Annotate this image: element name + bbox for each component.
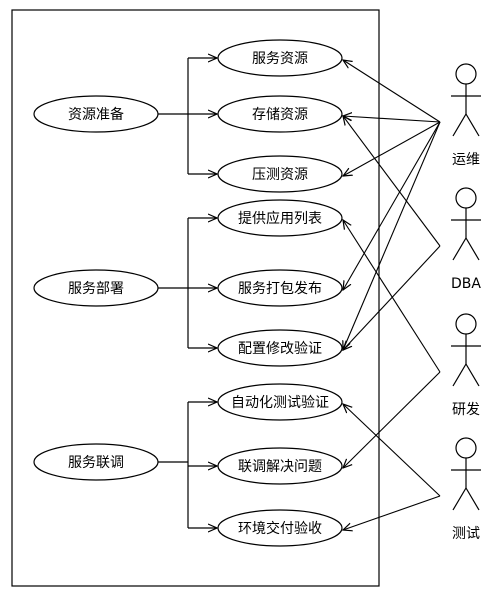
actor-label: DBA: [451, 276, 481, 292]
group-label: 资源准备: [68, 106, 124, 123]
group-ellipse: [33, 269, 159, 307]
actor-head: [455, 313, 477, 335]
group-label: 服务联调: [68, 455, 124, 471]
use-case-label: 配置修改验证: [238, 341, 322, 357]
use-case-label: 自动化测试验证: [231, 395, 329, 411]
use-case-ellipse: [217, 383, 343, 421]
group-ellipse: [33, 443, 159, 481]
actor-head: [455, 187, 477, 209]
use-case-label: 存储资源: [252, 107, 308, 123]
actor-figure: [451, 187, 481, 261]
actor-label: 运维: [452, 152, 480, 168]
group-label: 服务部署: [68, 281, 124, 297]
association-arrow: [343, 121, 441, 290]
association-arrow: [343, 371, 441, 468]
group-ellipse: [33, 95, 159, 133]
use-case-label: 压测资源: [252, 167, 308, 183]
actor-left-leg: [452, 237, 467, 261]
actor-figure: [451, 437, 481, 511]
association-arrow: [343, 116, 441, 247]
use-case-ellipse: [217, 447, 343, 485]
use-case-ellipse: [217, 155, 343, 193]
use-case-ellipse: [217, 509, 343, 547]
use-case-ellipse: [217, 329, 343, 367]
use-case-label: 服务打包发布: [238, 280, 322, 297]
association-arrow: [343, 116, 441, 123]
association-arrow: [343, 220, 441, 373]
system-boundary: [11, 9, 380, 587]
association-arrow: [343, 121, 441, 350]
use-case-ellipse: [217, 95, 343, 133]
association-arrow: [343, 495, 441, 530]
use-case-label: 环境交付验收: [238, 520, 322, 537]
actor-right-leg: [465, 113, 480, 137]
actor-label: 测试: [452, 526, 480, 542]
actor-right-leg: [465, 237, 480, 261]
association-arrow: [343, 121, 441, 176]
actor-left-leg: [452, 363, 467, 387]
actor-left-leg: [452, 113, 467, 137]
association-arrow: [343, 404, 441, 497]
association-arrow: [343, 60, 441, 123]
use-case-label: 服务资源: [252, 51, 308, 67]
actor-right-leg: [465, 487, 480, 511]
association-arrow: [343, 245, 441, 350]
actor-left-leg: [452, 487, 467, 511]
use-case-label: 提供应用列表: [238, 210, 322, 227]
use-case-ellipse: [217, 269, 343, 307]
actor-figure: [451, 63, 481, 137]
actor-figure: [451, 313, 481, 387]
use-case-label: 联调解决问题: [238, 459, 322, 475]
use-case-ellipse: [217, 39, 343, 77]
actor-right-leg: [465, 363, 480, 387]
use-case-ellipse: [217, 199, 343, 237]
actor-head: [455, 63, 477, 85]
actor-head: [455, 437, 477, 459]
actor-label: 研发: [452, 402, 480, 418]
